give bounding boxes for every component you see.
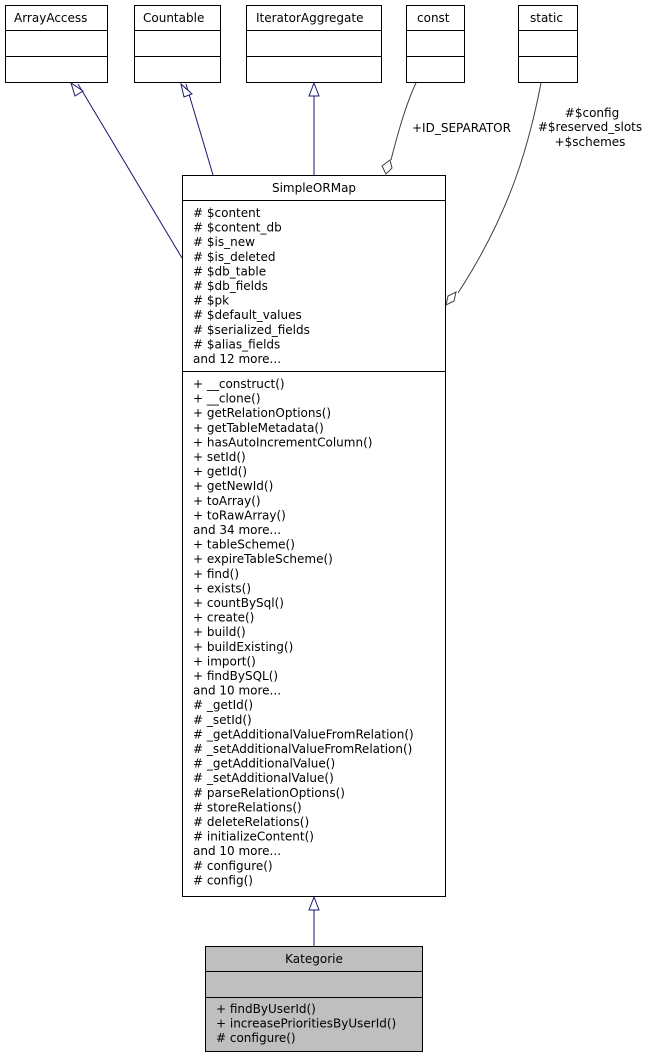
method-list: + findByUserId()+ increasePrioritiesByUs… bbox=[216, 1002, 396, 1045]
attribute-item: and 12 more... bbox=[193, 352, 281, 366]
method-item: + tableScheme() bbox=[193, 538, 295, 552]
method-item: + getId() bbox=[193, 465, 247, 479]
method-item: + __clone() bbox=[193, 392, 261, 406]
interface-arrayaccess[interactable]: ArrayAccess bbox=[5, 5, 108, 83]
method-item: + hasAutoIncrementColumn() bbox=[193, 435, 372, 449]
method-item: # _setAdditionalValueFromRelation() bbox=[193, 742, 412, 756]
method-item: # configure() bbox=[193, 859, 273, 873]
method-item: + expireTableScheme() bbox=[193, 552, 333, 566]
method-item: + find() bbox=[193, 567, 239, 581]
method-item: # _getId() bbox=[193, 698, 253, 712]
method-item: + findByUserId() bbox=[216, 1002, 316, 1016]
attribute-item: # $pk bbox=[193, 294, 229, 308]
method-item: + __construct() bbox=[193, 377, 285, 391]
method-item: # initializeContent() bbox=[193, 830, 314, 844]
method-item: + toRawArray() bbox=[193, 508, 286, 522]
attribute-item: # $default_values bbox=[193, 308, 302, 322]
edge-arrayaccess-to-simpleormap bbox=[77, 83, 183, 259]
edge-static-usage bbox=[457, 82, 542, 294]
attribute-list: # $content# $content_db# $is_new# $is_de… bbox=[193, 206, 310, 366]
interface-name: const bbox=[417, 11, 450, 25]
interface-countable[interactable]: Countable bbox=[134, 5, 221, 83]
method-item: # configure() bbox=[216, 1031, 296, 1045]
aggregation-diamond bbox=[381, 159, 393, 175]
method-item: # _getAdditionalValueFromRelation() bbox=[193, 727, 414, 741]
const-usage-label: +ID_SEPARATOR bbox=[412, 121, 511, 135]
interface-name: static bbox=[530, 11, 563, 25]
attribute-item: # $db_fields bbox=[193, 279, 268, 293]
method-item: and 10 more... bbox=[193, 844, 281, 858]
method-item: # _setAdditionalValue() bbox=[193, 771, 334, 785]
attribute-item: # $db_table bbox=[193, 264, 266, 278]
attribute-item: # $content bbox=[193, 206, 261, 220]
method-item: # _getAdditionalValue() bbox=[193, 757, 335, 771]
attribute-item: # $alias_fields bbox=[193, 337, 280, 351]
class-name: SimpleORMap bbox=[272, 181, 356, 195]
class-simpleormap[interactable]: SimpleORMap # $content# $content_db# $is… bbox=[182, 175, 446, 897]
method-item: + buildExisting() bbox=[193, 640, 293, 654]
aggregation-diamond bbox=[445, 291, 457, 306]
interface-name: ArrayAccess bbox=[14, 11, 87, 25]
inheritance-arrowhead bbox=[70, 81, 84, 97]
method-item: # parseRelationOptions() bbox=[193, 786, 345, 800]
static-usage-labels: #$config #$reserved_slots +$schemes bbox=[538, 106, 642, 149]
attribute-item: # $is_new bbox=[193, 235, 255, 249]
method-item: # config() bbox=[193, 873, 253, 887]
interface-name: Countable bbox=[143, 11, 204, 25]
interface-const[interactable]: const bbox=[406, 5, 465, 83]
method-list: + __construct()+ __clone()+ getRelationO… bbox=[193, 377, 414, 887]
class-name: Kategorie bbox=[285, 952, 343, 966]
method-item: # deleteRelations() bbox=[193, 815, 309, 829]
method-item: and 34 more... bbox=[193, 523, 281, 537]
attribute-item: # $serialized_fields bbox=[193, 323, 310, 337]
method-item: + build() bbox=[193, 625, 246, 639]
interface-static[interactable]: static bbox=[518, 5, 578, 83]
method-item: # storeRelations() bbox=[193, 800, 302, 814]
static-usage-label: #$reserved_slots bbox=[538, 120, 642, 134]
interface-iteratoraggregate[interactable]: IteratorAggregate bbox=[246, 5, 382, 83]
edges bbox=[70, 81, 542, 946]
method-item: + import() bbox=[193, 654, 256, 668]
method-item: and 10 more... bbox=[193, 684, 281, 698]
method-item: # _setId() bbox=[193, 713, 252, 727]
inheritance-arrowhead bbox=[308, 895, 320, 911]
method-item: + countBySql() bbox=[193, 596, 284, 610]
edge-countable-to-simpleormap bbox=[185, 83, 214, 176]
method-item: + toArray() bbox=[193, 494, 261, 508]
attribute-item: # $is_deleted bbox=[193, 250, 276, 264]
inheritance-arrowhead bbox=[180, 82, 193, 98]
method-item: + exists() bbox=[193, 581, 251, 595]
method-item: + increasePrioritiesByUserId() bbox=[216, 1017, 396, 1031]
attribute-item: # $content_db bbox=[193, 221, 282, 235]
method-item: + findBySQL() bbox=[193, 669, 278, 683]
class-kategorie[interactable]: Kategorie + findByUserId()+ increasePrio… bbox=[205, 946, 423, 1052]
method-item: + getTableMetadata() bbox=[193, 421, 324, 435]
interface-name: IteratorAggregate bbox=[256, 11, 363, 25]
method-item: + getRelationOptions() bbox=[193, 406, 331, 420]
static-usage-label: +$schemes bbox=[555, 135, 626, 149]
method-item: + create() bbox=[193, 611, 254, 625]
method-item: + getNewId() bbox=[193, 479, 273, 493]
static-usage-label: #$config bbox=[565, 106, 619, 120]
inheritance-arrowhead bbox=[308, 81, 320, 97]
edge-const-usage bbox=[390, 82, 417, 161]
method-item: + setId() bbox=[193, 450, 246, 464]
